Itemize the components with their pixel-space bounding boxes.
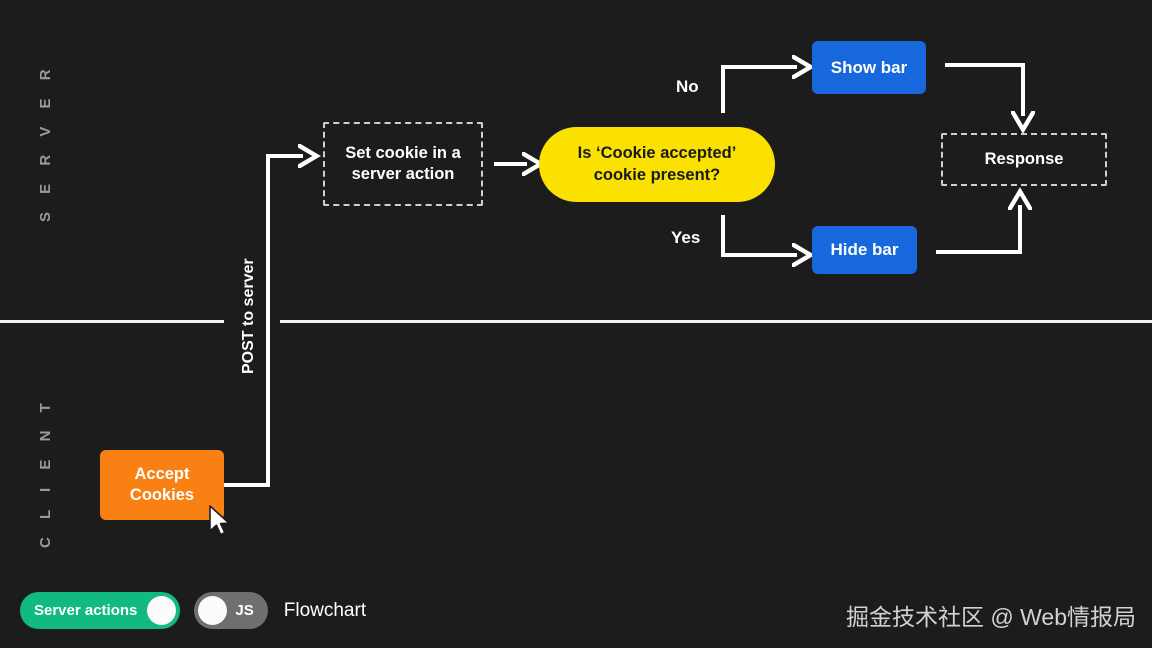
node-response[interactable]: Response <box>941 133 1107 186</box>
node-set-cookie-in-server-action[interactable]: Set cookie in a server action <box>323 122 483 206</box>
node-decision-line1: Is ‘Cookie accepted’ <box>577 144 737 163</box>
node-decision-line2: cookie present? <box>593 165 721 184</box>
lane-label-client: C L I E N T <box>37 396 54 548</box>
node-show-bar-label: Show bar <box>830 57 908 77</box>
node-set-cookie-line2: server action <box>351 165 455 183</box>
toggle-js-label: JS <box>235 602 254 619</box>
watermark-text: 掘金技术社区 @ Web情报局 <box>845 604 1136 630</box>
footer-caption: Flowchart <box>283 599 367 621</box>
node-hide-bar-label: Hide bar <box>830 240 899 260</box>
node-set-cookie-line1: Set cookie in a <box>345 143 461 162</box>
toggle-server-actions-knob[interactable] <box>147 596 177 625</box>
node-show-bar[interactable]: Show bar <box>812 41 926 94</box>
node-response-label: Response <box>984 149 1064 168</box>
node-accept-cookies-line1: Accept <box>134 464 190 483</box>
node-hide-bar[interactable]: Hide bar <box>812 226 917 274</box>
lane-divider-left <box>0 320 224 323</box>
edge-label-post-to-server: POST to server <box>240 258 257 374</box>
mouse-cursor-icon <box>209 505 230 536</box>
node-accept-cookies-button[interactable]: Accept Cookies <box>100 450 224 520</box>
node-decision-cookie-accepted[interactable]: Is ‘Cookie accepted’ cookie present? <box>539 127 775 202</box>
edge-label-yes: Yes <box>671 228 701 247</box>
edge-label-no: No <box>676 77 699 96</box>
lane-divider-right <box>280 320 1152 323</box>
toggle-js[interactable]: JS <box>194 592 268 629</box>
toggle-server-actions[interactable]: Server actions <box>20 592 181 629</box>
lane-label-server: S E R V E R <box>37 62 54 222</box>
toggle-js-knob[interactable] <box>198 596 228 625</box>
node-accept-cookies-line2: Cookies <box>129 486 195 504</box>
footer-controls: Server actions JS Flowchart <box>20 592 366 629</box>
toggle-server-actions-label: Server actions <box>34 602 138 619</box>
